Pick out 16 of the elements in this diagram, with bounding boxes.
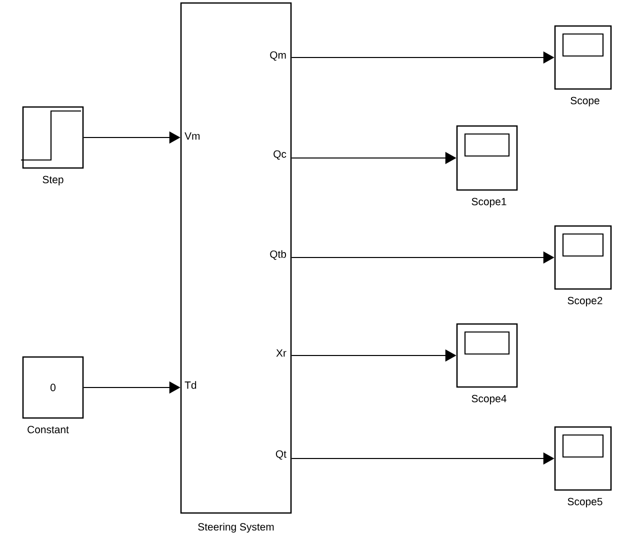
constant-block: 0 <box>22 356 84 419</box>
block-label: Scope5 <box>568 498 602 508</box>
port-label: Td <box>184 381 196 389</box>
port-label: Qm <box>270 51 286 61</box>
block-label: Step <box>42 176 64 186</box>
block-label: Scope4 <box>472 394 506 404</box>
block-label: Scope2 <box>568 296 602 306</box>
port-label: Qt <box>276 450 286 460</box>
block-label: Scope1 <box>472 198 506 208</box>
block-label: Scope <box>570 96 600 106</box>
port-label: Vm <box>184 132 200 140</box>
block-label: Steering System <box>198 522 274 533</box>
port-label: Qtb <box>270 250 286 260</box>
block-label: Constant <box>28 426 69 434</box>
port-label: Xr <box>276 349 286 357</box>
port-label: Qc <box>274 150 286 160</box>
